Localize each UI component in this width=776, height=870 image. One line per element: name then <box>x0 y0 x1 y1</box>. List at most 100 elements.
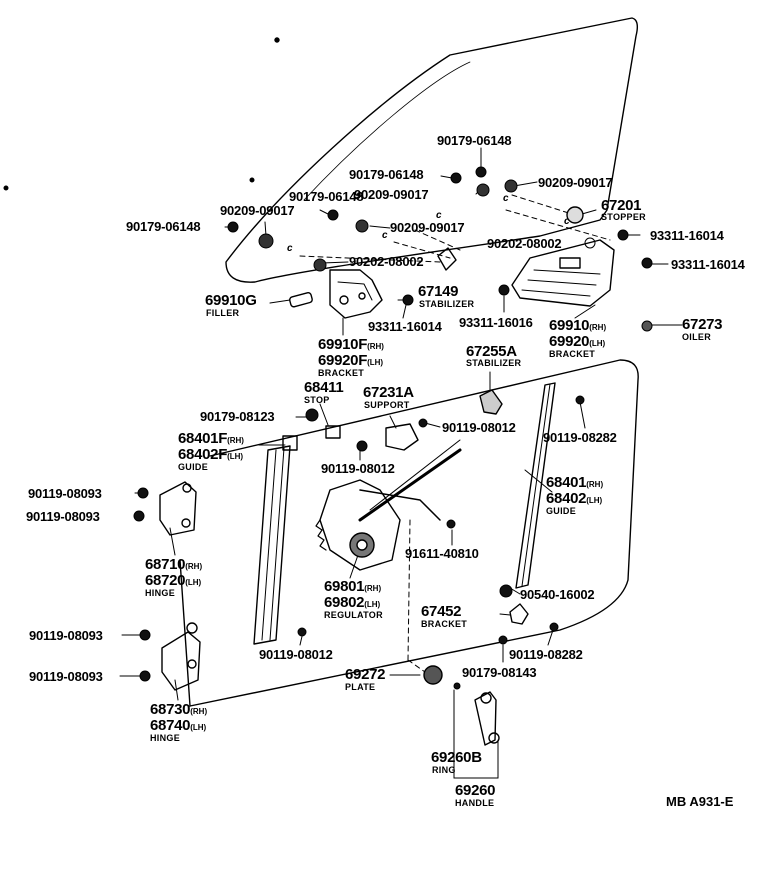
part-number-label: 69910(RH) <box>549 317 607 334</box>
rear-bracket-part <box>511 239 615 307</box>
part-name-label: STOPPER <box>601 212 646 222</box>
front-guide-rail <box>253 435 298 645</box>
part-name-label: BRACKET <box>421 619 468 629</box>
part-name-label: SUPPORT <box>364 400 410 410</box>
part-number-label: 67201 <box>601 197 642 214</box>
part-number-label: 93311-16014 <box>671 257 745 272</box>
part-number-label: 67255A <box>466 343 517 360</box>
door-panel-left-edge <box>179 559 191 707</box>
part-number-label: 90540-16002 <box>520 587 595 602</box>
part-number-label: 90179-08143 <box>462 665 537 680</box>
dashed-reference-lines <box>299 194 611 673</box>
part-number-label: 68710(RH) <box>145 556 203 573</box>
part-number-label: 68730(RH) <box>150 701 208 718</box>
part-number-label: 68402F(LH) <box>178 446 244 463</box>
filler-part <box>289 292 313 308</box>
front-bracket-part <box>329 269 383 319</box>
part-number-label: 68411 <box>304 379 344 396</box>
part-number-label: 69260B <box>431 749 482 766</box>
part-number-label: 68401(RH) <box>546 474 604 491</box>
part-number-label: 90209-09017 <box>220 203 295 218</box>
part-number-label: 90202-08002 <box>487 236 562 251</box>
part-number-label: 90119-08282 <box>543 430 617 445</box>
part-number-label: 68402(LH) <box>546 490 603 507</box>
part-name-label: GUIDE <box>178 462 209 472</box>
part-number-label: 69910G <box>205 292 257 309</box>
part-name-label: GUIDE <box>546 506 577 516</box>
part-name-label: PLATE <box>345 682 376 692</box>
upper-hinge <box>159 481 197 536</box>
part-number-label: 90209-09017 <box>354 187 429 202</box>
door-panel-outline <box>189 359 639 707</box>
part-number-label: 69801(RH) <box>324 578 382 595</box>
part-name-label: REGULATOR <box>324 610 383 620</box>
part-number-label: 69920F(LH) <box>318 352 384 369</box>
stop-68411 <box>325 425 341 439</box>
part-number-label: 68401F(RH) <box>178 430 244 447</box>
door-glass-inner-line <box>303 61 471 201</box>
part-number-label: 67231A <box>363 384 414 401</box>
part-number-label: 93311-16016 <box>459 315 533 330</box>
reference-letter: c <box>382 230 388 241</box>
rear-guide-rail <box>515 382 556 589</box>
part-number-label: 90179-08123 <box>200 409 275 424</box>
part-number-label: 90119-08012 <box>442 420 516 435</box>
part-number-label: 90179-06148 <box>126 219 201 234</box>
window-handle <box>474 691 500 746</box>
support-67231A <box>385 423 419 451</box>
stabilizer-67149 <box>437 247 457 271</box>
reference-letter: c <box>564 216 570 227</box>
part-name-label: RING <box>432 765 456 775</box>
bracket-67452 <box>509 603 529 625</box>
part-number-label: 90119-08012 <box>259 647 333 662</box>
window-regulator <box>315 439 462 571</box>
part-name-label: HINGE <box>150 733 181 743</box>
part-name-label: STABILIZER <box>466 358 522 368</box>
part-number-label: 67452 <box>421 603 462 620</box>
part-number-label: 90119-08093 <box>26 509 100 524</box>
part-number-label: 90179-06148 <box>349 167 424 182</box>
part-name-label: HANDLE <box>455 798 495 808</box>
part-number-label: 91611-40810 <box>405 546 479 561</box>
part-number-label: 68740(LH) <box>150 717 207 734</box>
part-number-label: 93311-16014 <box>650 228 724 243</box>
part-number-label: 69910F(RH) <box>318 336 384 353</box>
part-number-label: 90119-08093 <box>29 669 103 684</box>
reference-letter: c <box>287 243 293 254</box>
part-number-label: 90119-08282 <box>509 647 583 662</box>
part-number-label: 69920(LH) <box>549 333 606 350</box>
part-number-label: 90179-06148 <box>437 133 512 148</box>
door-glass-outline <box>225 17 639 283</box>
part-number-label: 90202-08002 <box>349 254 424 269</box>
part-name-label: FILLER <box>206 308 240 318</box>
part-number-label: 90119-08093 <box>29 628 103 643</box>
part-number-label: 69272 <box>345 666 386 683</box>
stabilizer-67255A <box>479 389 503 415</box>
reference-letter: c <box>503 193 509 204</box>
lower-hinge <box>161 622 201 691</box>
stray-mark-left <box>3 185 9 191</box>
part-number-label: 68720(LH) <box>145 572 202 589</box>
part-name-label: HINGE <box>145 588 176 598</box>
stray-mark-mid <box>249 177 255 183</box>
part-number-label: 69260 <box>455 782 496 799</box>
diagram-code: MB A931-E <box>666 794 734 809</box>
part-number-label: 90179-06148 <box>289 189 364 204</box>
part-number-label: 90209-09017 <box>538 175 613 190</box>
part-number-label: 90119-08093 <box>28 486 102 501</box>
part-name-label: STABILIZER <box>419 299 475 309</box>
stray-mark <box>274 37 280 43</box>
part-name-label: BRACKET <box>318 368 365 378</box>
plate-69272 <box>423 665 443 685</box>
part-name-label: STOP <box>304 395 330 405</box>
part-number-label: 90209-09017 <box>390 220 465 235</box>
part-name-label: BRACKET <box>549 349 596 359</box>
part-number-label: 93311-16014 <box>368 319 442 334</box>
stopper-part <box>566 206 584 224</box>
fasteners <box>133 166 653 690</box>
part-number-label: 67149 <box>418 283 459 300</box>
part-number-label: 69802(LH) <box>324 594 381 611</box>
reference-letter: c <box>436 210 442 221</box>
